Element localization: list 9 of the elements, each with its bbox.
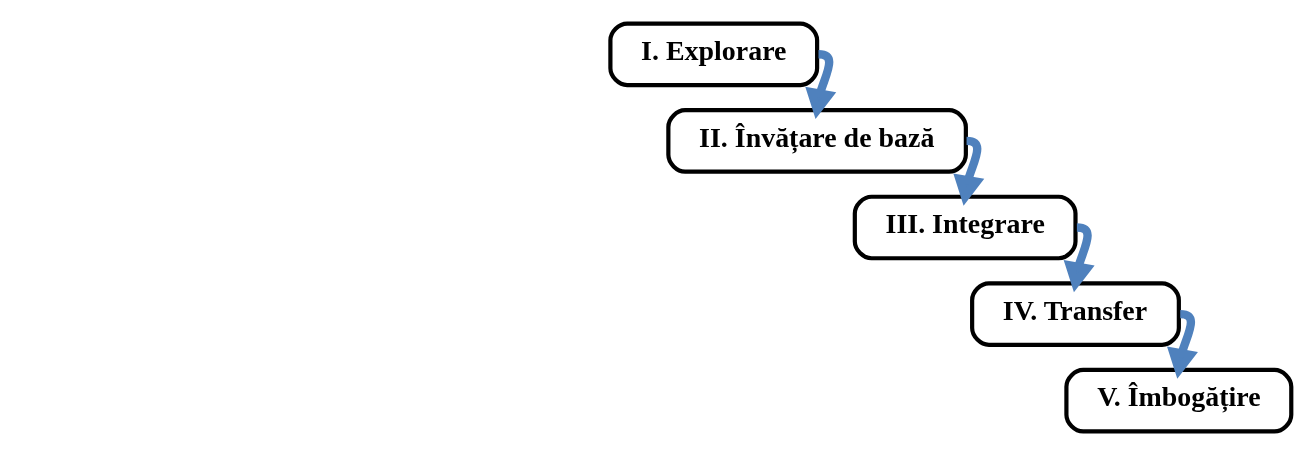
- node-box: I. Explorare: [608, 21, 820, 87]
- node-box: III. Integrare: [852, 194, 1078, 260]
- arrow: [805, 49, 837, 119]
- node-box: V. Îmbogățire: [1064, 367, 1294, 433]
- arrow: [953, 136, 985, 206]
- arrow: [1063, 222, 1095, 292]
- arrow: [1167, 309, 1198, 379]
- node-box: II. Învățare de bază: [666, 107, 968, 174]
- node-box: IV. Transfer: [970, 280, 1181, 347]
